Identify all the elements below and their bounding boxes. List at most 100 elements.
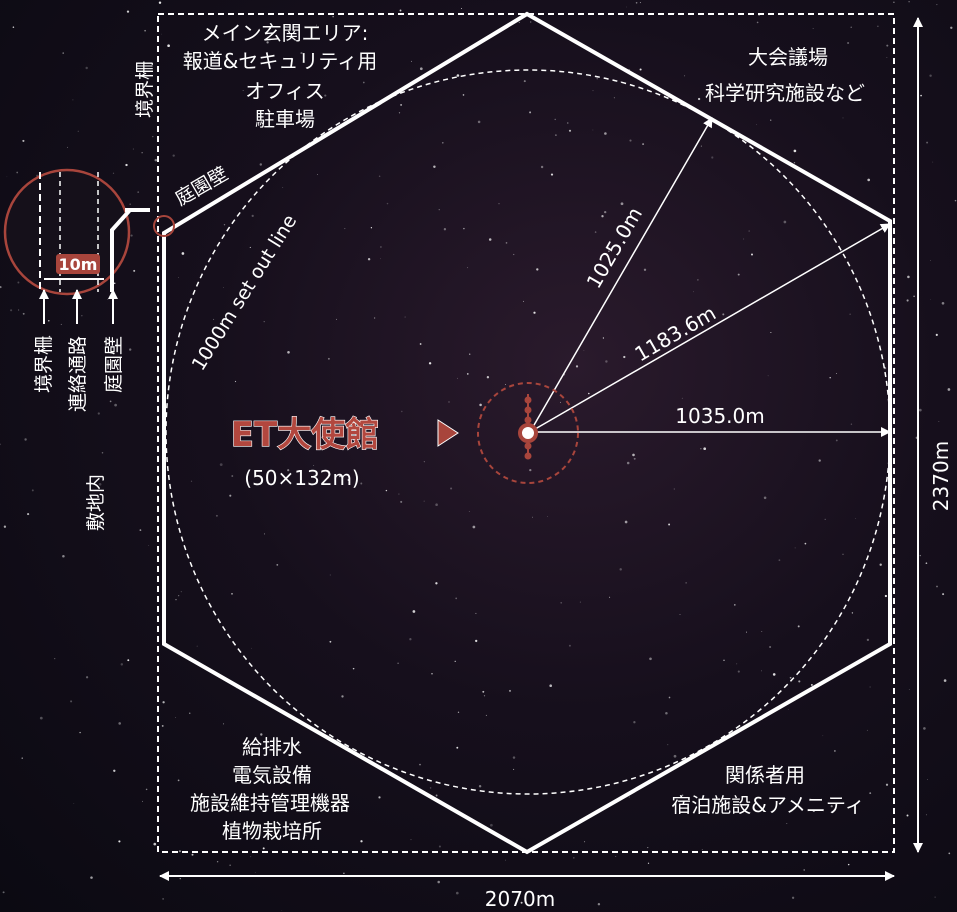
garden-wall-label: 庭園壁	[172, 163, 232, 211]
star	[786, 822, 788, 824]
star	[937, 471, 940, 474]
star	[512, 756, 516, 759]
star	[468, 510, 470, 512]
star	[137, 191, 140, 193]
star	[120, 663, 124, 666]
star	[435, 582, 438, 585]
star	[847, 863, 850, 866]
inset-boundary-label: 境界柵	[33, 336, 55, 393]
star	[158, 1, 162, 4]
star	[700, 448, 702, 450]
star	[803, 869, 805, 871]
zone-utilities: 給排水 電気設備 施設維持管理機器 植物栽培所	[190, 735, 350, 843]
star	[536, 268, 539, 271]
star	[21, 757, 23, 759]
star	[575, 365, 579, 368]
star	[530, 21, 532, 23]
star	[141, 800, 143, 802]
star	[737, 670, 740, 673]
star	[793, 162, 796, 164]
star	[263, 320, 265, 323]
star	[513, 253, 515, 256]
star	[461, 8, 462, 9]
height-dimension-label: 2370m	[929, 441, 953, 511]
star	[869, 792, 872, 794]
star	[913, 295, 915, 298]
star	[787, 708, 789, 710]
star	[126, 10, 130, 13]
radius-arrow-corner	[529, 223, 891, 433]
star	[498, 203, 500, 205]
star	[455, 597, 458, 600]
embassy-size: (50×132m)	[244, 466, 359, 490]
star	[810, 683, 813, 686]
star	[467, 267, 469, 269]
star	[770, 119, 772, 121]
star	[438, 845, 441, 848]
zone-utilities-line: 施設維持管理機器	[190, 791, 350, 815]
star	[378, 796, 381, 799]
star	[339, 475, 341, 478]
star	[623, 355, 626, 359]
star	[189, 712, 191, 714]
star	[583, 350, 585, 351]
star	[929, 74, 932, 77]
star	[673, 754, 677, 758]
star	[456, 74, 460, 77]
star	[48, 320, 50, 322]
star	[908, 1, 910, 3]
star	[635, 1, 638, 4]
star	[404, 316, 406, 318]
star	[97, 412, 100, 415]
star	[455, 891, 459, 895]
star	[129, 348, 132, 351]
star	[851, 612, 854, 614]
star	[44, 374, 47, 378]
star	[920, 94, 922, 97]
star	[370, 227, 373, 229]
star	[478, 785, 482, 788]
star	[483, 695, 486, 697]
star	[950, 26, 953, 29]
star	[437, 880, 440, 884]
star	[457, 711, 460, 713]
star	[869, 686, 871, 688]
star	[647, 862, 650, 864]
star	[834, 750, 836, 752]
star	[830, 805, 833, 808]
star	[129, 203, 131, 205]
star	[908, 689, 910, 691]
star	[112, 172, 115, 174]
star	[17, 281, 20, 284]
star	[778, 559, 781, 562]
star	[443, 228, 447, 231]
star	[144, 29, 146, 32]
star	[180, 591, 182, 593]
star	[523, 80, 526, 83]
star	[438, 209, 440, 211]
star	[761, 670, 763, 672]
star	[73, 803, 75, 804]
star	[179, 878, 181, 880]
star	[412, 610, 416, 613]
star	[177, 276, 179, 278]
star	[639, 68, 642, 71]
star	[466, 373, 469, 375]
star	[380, 258, 381, 260]
star	[327, 357, 330, 360]
star	[431, 673, 433, 675]
star	[523, 300, 524, 302]
star	[907, 275, 910, 279]
star	[855, 518, 857, 519]
star	[343, 872, 345, 875]
star	[885, 783, 889, 786]
star	[770, 332, 772, 333]
star	[81, 315, 83, 317]
star	[886, 44, 889, 47]
star	[336, 318, 337, 320]
star	[378, 175, 381, 178]
star	[295, 430, 297, 432]
star	[573, 857, 575, 859]
star	[352, 667, 355, 670]
star	[90, 876, 93, 879]
